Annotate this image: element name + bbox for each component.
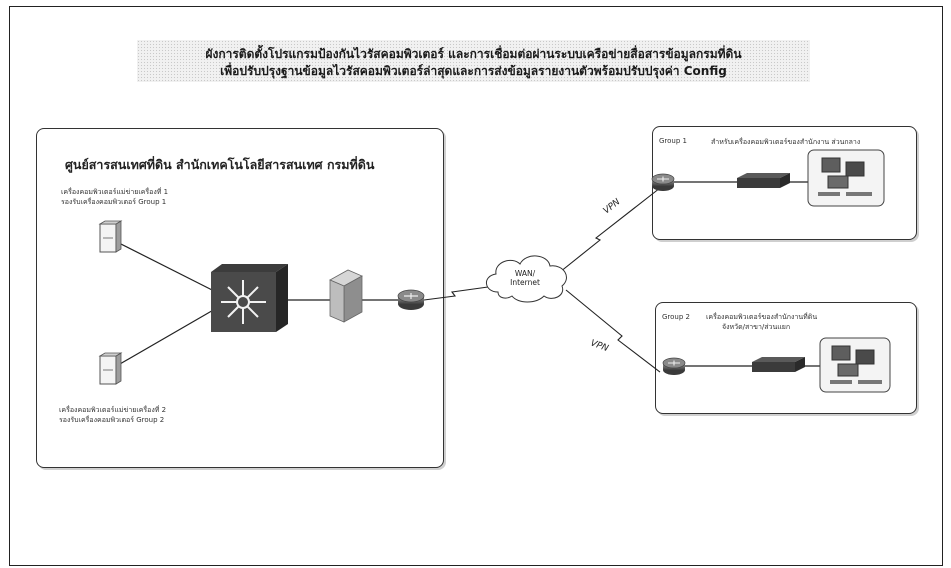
site-1-workstations-icon — [807, 149, 885, 207]
site-2-label: เครื่องคอมพิวเตอร์ของสำนักงานที่ดิน จังห… — [706, 312, 817, 332]
server-2-label: เครื่องคอมพิวเตอร์แม่ข่ายเครื่องที่ 2 รอ… — [59, 405, 166, 425]
link-server-2-switch — [112, 304, 223, 369]
site-1-router-icon — [651, 173, 675, 191]
hq-router-icon — [397, 289, 425, 310]
hq-links — [112, 181, 820, 369]
title-banner: ผังการติดตั้งโปรแกรมป้องกันไวรัสคอมพิวเต… — [137, 40, 810, 82]
site-2-switch-icon — [752, 357, 805, 372]
cloud-label-line-1: WAN/ — [515, 269, 536, 278]
server-2-icon — [98, 352, 123, 385]
wan-links — [423, 187, 661, 373]
site-2-workstations-icon — [819, 337, 891, 393]
vpn-label-bottom: VPN — [589, 338, 610, 354]
site-2-label-line-2: จังหวัด/สาขา/ส่วนแยก — [722, 323, 791, 331]
firewall-icon — [329, 269, 363, 323]
server-1-label-line-2: รองรับเครื่องคอมพิวเตอร์ Group 1 — [61, 198, 167, 206]
link-server-1-switch — [112, 239, 223, 296]
link-cloud-site2 — [565, 289, 661, 373]
site-1-switch-icon — [737, 173, 790, 188]
hq-title: ศูนย์สารสนเทศที่ดิน สำนักเทคโนโลยีสารสนเ… — [65, 157, 375, 172]
server-1-label-line-1: เครื่องคอมพิวเตอร์แม่ข่ายเครื่องที่ 1 — [61, 188, 169, 196]
site-2-label-line-1: เครื่องคอมพิวเตอร์ของสำนักงานที่ดิน — [706, 313, 818, 321]
cloud-label-line-2: Internet — [510, 278, 540, 287]
link-hq-router-cloud — [423, 286, 489, 301]
title-line-2: เพื่อปรับปรุงฐานข้อมูลไวรัสคอมพิวเตอร์ล่… — [220, 64, 727, 78]
core-switch-icon — [211, 264, 288, 332]
vpn-label-top: VPN — [602, 197, 623, 216]
server-1-label: เครื่องคอมพิวเตอร์แม่ข่ายเครื่องที่ 1 รอ… — [61, 187, 168, 207]
site-1-label: สำหรับเครื่องคอมพิวเตอร์ของสำนักงาน ส่วน… — [711, 138, 861, 146]
site-2-tag: Group 2 — [662, 313, 690, 321]
server-2-label-line-1: เครื่องคอมพิวเตอร์แม่ข่ายเครื่องที่ 2 — [59, 406, 167, 414]
server-1-icon — [98, 220, 123, 253]
site-2-router-icon — [662, 357, 686, 375]
wan-cloud-icon — [486, 255, 567, 303]
site-1-tag: Group 1 — [659, 137, 687, 145]
diagram-frame — [9, 6, 943, 566]
server-2-label-line-2: รองรับเครื่องคอมพิวเตอร์ Group 2 — [59, 416, 165, 424]
title-line-1: ผังการติดตั้งโปรแกรมป้องกันไวรัสคอมพิวเต… — [205, 47, 742, 61]
link-cloud-site1 — [559, 187, 661, 273]
